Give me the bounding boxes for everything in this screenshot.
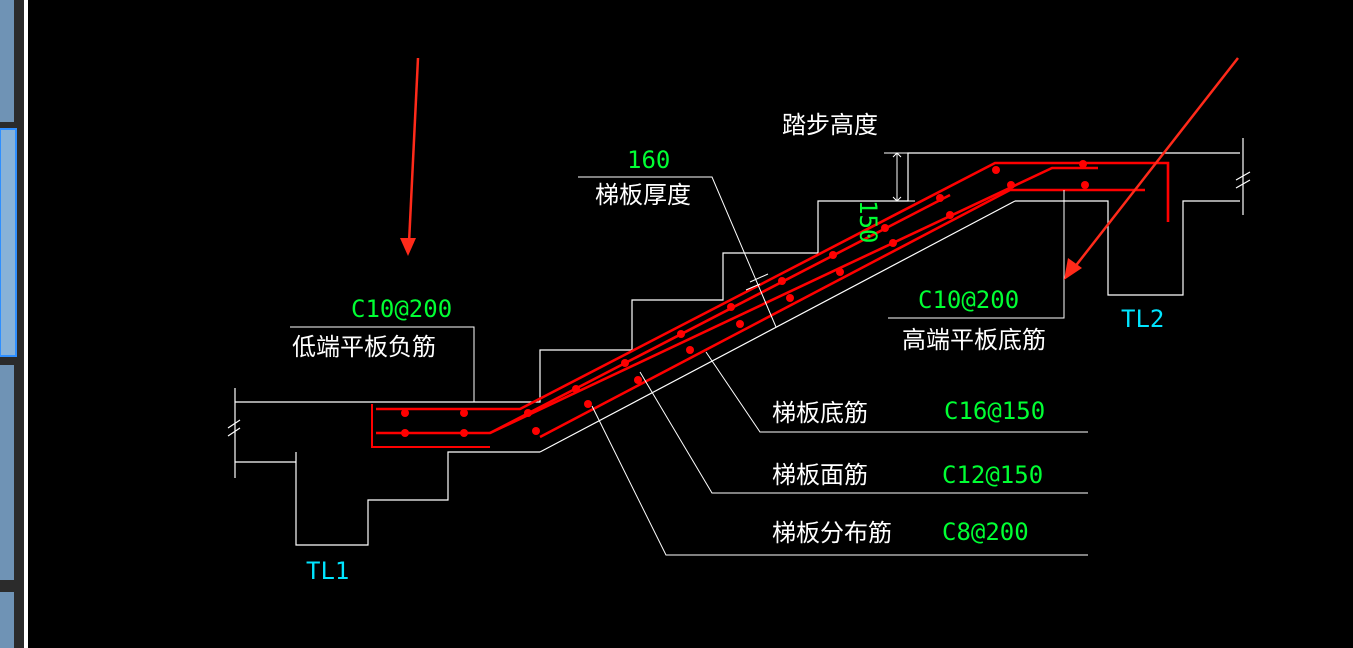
label-dist-bar-spec: C8@200 — [942, 518, 1029, 546]
soffit-line — [539, 200, 1016, 453]
label-top-bar-spec: C12@150 — [942, 461, 1043, 489]
high-slab-bottom-bar — [539, 188, 1145, 439]
beam-tl2-outline — [1015, 200, 1240, 296]
low-slab-top-bar — [376, 161, 1170, 411]
arrow-low-neg-head — [400, 238, 416, 256]
label-low-neg: 低端平板负筋 — [292, 333, 436, 361]
label-top-bar: 梯板面筋 — [772, 461, 868, 489]
arrow-high-bottom — [1073, 57, 1239, 269]
rebar — [371, 161, 1170, 448]
leader-slab-thickness — [578, 176, 777, 328]
labels: 踏步高度 160 梯板厚度 150 C10@200 低端平板负筋 C10@200… — [292, 111, 1164, 585]
leader-bottom-bar — [705, 351, 1088, 433]
toolbar-panel[interactable] — [0, 592, 14, 648]
label-high-bottom: 高端平板底筋 — [902, 326, 1046, 354]
leader-top-bar — [639, 371, 1088, 494]
leader-low-neg — [290, 326, 475, 402]
stair-section-drawing: 踏步高度 160 梯板厚度 150 C10@200 低端平板负筋 C10@200… — [227, 57, 1251, 585]
left-toolbar-strip — [0, 0, 28, 648]
steps-outline — [478, 152, 1240, 403]
low-slab-bar-frame — [371, 404, 490, 448]
toolbar-panel[interactable] — [0, 0, 14, 122]
label-step-height: 踏步高度 — [782, 111, 878, 139]
toolbar-panel[interactable] — [0, 365, 14, 580]
label-high-bottom-spec: C10@200 — [918, 286, 1019, 314]
label-slab-thickness-value: 160 — [627, 146, 670, 174]
low-landing-outline — [227, 388, 478, 478]
bottom-bar — [489, 166, 1098, 435]
label-dist-bar: 梯板分布筋 — [772, 519, 892, 547]
distribution-bars — [401, 160, 1089, 437]
label-bottom-bar-spec: C16@150 — [944, 397, 1045, 425]
leader-dist-bar — [591, 405, 1088, 556]
arrow-high-bottom-head — [1064, 258, 1082, 280]
label-beam-tl2: TL2 — [1121, 305, 1164, 333]
label-slab-thickness: 梯板厚度 — [595, 181, 691, 209]
label-riser-dim: 150 — [854, 200, 882, 243]
high-landing-break — [1235, 138, 1251, 215]
arrow-low-neg — [407, 57, 420, 244]
toolbar-panel-active[interactable] — [0, 128, 17, 357]
concrete-outline — [227, 138, 1251, 546]
label-bottom-bar: 梯板底筋 — [772, 399, 868, 427]
leader-thickness-tick — [745, 273, 769, 291]
leader-high-bottom — [888, 190, 1065, 319]
label-beam-tl1: TL1 — [306, 557, 349, 585]
beam-tl1-outline — [295, 451, 540, 546]
label-low-neg-spec: C10@200 — [351, 295, 452, 323]
riser-dimension — [884, 152, 915, 202]
annotation-arrows — [400, 57, 1239, 280]
leader-lines — [290, 152, 1088, 556]
